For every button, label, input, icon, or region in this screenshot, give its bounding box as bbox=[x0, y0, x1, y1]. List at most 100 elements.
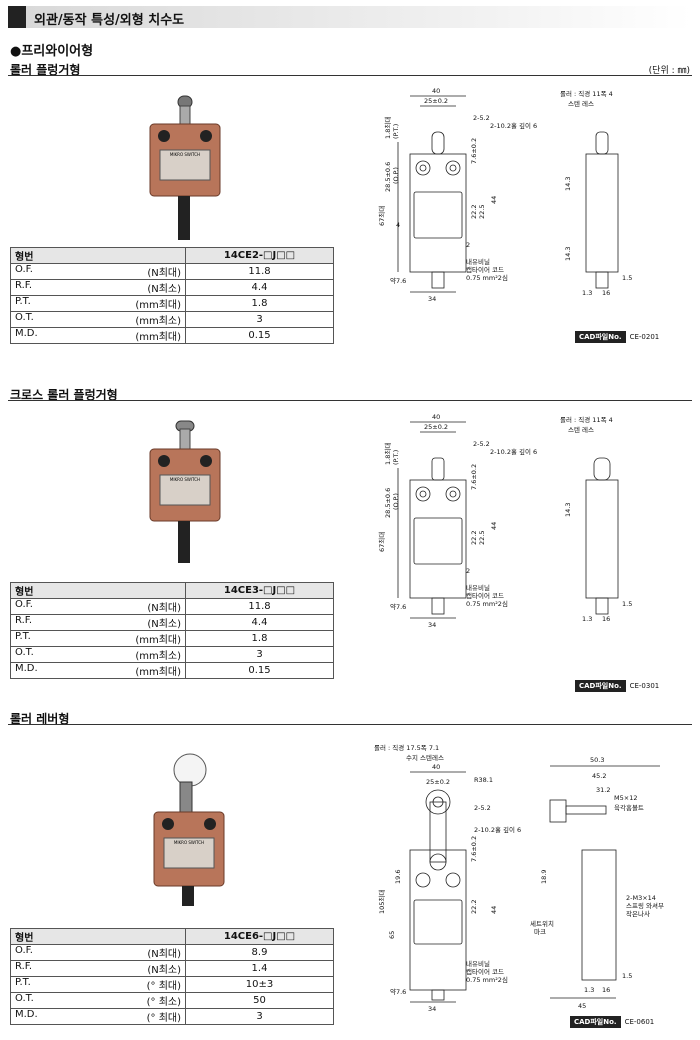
cad-file-2: CAD파일No.CE-0301 bbox=[575, 680, 659, 692]
front-view: 40 25±0.2 67최대 1.8최대 (P.T.) 28.5±0.6 (O.… bbox=[377, 87, 537, 303]
svg-text:25±0.2: 25±0.2 bbox=[424, 97, 448, 105]
dimension-drawing-3: 롤러 : 직경 17.5폭 7.1 수지 스텐레스 40 25±0.2 R38.… bbox=[374, 743, 664, 1013]
svg-text:1.5: 1.5 bbox=[622, 972, 632, 980]
svg-text:1.3: 1.3 bbox=[582, 289, 592, 297]
svg-text:28.5±0.6: 28.5±0.6 bbox=[384, 162, 392, 192]
svg-text:세트위치: 세트위치 bbox=[530, 919, 554, 928]
front-view: 40 25±0.2 67최대 1.8최대 (P.T.) 28.5±0.6 (O.… bbox=[377, 413, 537, 629]
dimension-drawing-1: 40 25±0.2 67최대 1.8최대 (P.T.) 28.5±0.6 (O.… bbox=[377, 87, 632, 303]
svg-text:롤러 : 직경 11폭 4: 롤러 : 직경 11폭 4 bbox=[560, 415, 613, 424]
svg-text:1.5: 1.5 bbox=[622, 600, 632, 608]
table-model: 14CE2-□J□□ bbox=[185, 247, 334, 264]
svg-text:캡타이어 코드: 캡타이어 코드 bbox=[466, 265, 504, 274]
svg-text:31.2: 31.2 bbox=[596, 786, 610, 794]
unit-label: (단위 : ㎜) bbox=[648, 66, 690, 76]
table-row: O.T.(mm최소)3 bbox=[10, 311, 334, 328]
svg-text:105최대: 105최대 bbox=[377, 890, 386, 914]
svg-text:40: 40 bbox=[432, 413, 440, 421]
side-view: 50.3 45.2 31.2 M5×12 육각홈볼트 2-M3×14 스프링 와… bbox=[530, 756, 664, 1010]
brand-label: MIKRO SWITCH bbox=[174, 840, 204, 845]
svg-text:1.8최대: 1.8최대 bbox=[383, 443, 392, 465]
svg-text:67최대: 67최대 bbox=[377, 206, 386, 226]
table-row: M.D.(mm최대)0.15 bbox=[10, 327, 334, 344]
table-row: O.F.(N최대)11.8 bbox=[10, 263, 334, 280]
svg-text:2-5.2: 2-5.2 bbox=[473, 440, 490, 448]
header-title: 외관/동작 특성/외형 치수도 bbox=[34, 13, 185, 28]
table-row: R.F.(N최소)4.4 bbox=[10, 614, 334, 631]
svg-text:작은나사: 작은나사 bbox=[626, 909, 650, 918]
svg-text:마크: 마크 bbox=[534, 927, 546, 936]
svg-text:14.3: 14.3 bbox=[564, 247, 572, 261]
svg-text:44: 44 bbox=[490, 196, 498, 204]
cad-file-3: CAD파일No.CE-0601 bbox=[570, 1016, 654, 1028]
cad-file-1: CAD파일No.CE-0201 bbox=[575, 331, 659, 343]
svg-text:22.5: 22.5 bbox=[478, 531, 486, 545]
svg-text:(P.T.): (P.T.) bbox=[392, 124, 400, 139]
svg-text:25±0.2: 25±0.2 bbox=[424, 423, 448, 431]
divider bbox=[8, 75, 692, 76]
header-block-icon bbox=[8, 6, 26, 28]
svg-text:0.75 mm²2심: 0.75 mm²2심 bbox=[466, 273, 508, 282]
svg-text:2-5.2: 2-5.2 bbox=[473, 114, 490, 122]
table-row: P.T.(mm최대)1.8 bbox=[10, 630, 334, 647]
svg-text:R38.1: R38.1 bbox=[474, 776, 493, 784]
svg-text:1.3: 1.3 bbox=[582, 615, 592, 623]
product-photo-roller-plunger: MIKRO SWITCH bbox=[149, 95, 221, 240]
svg-text:18.9: 18.9 bbox=[540, 870, 548, 884]
svg-text:19.6: 19.6 bbox=[394, 870, 402, 884]
svg-text:2-10.2홀 깊이 6: 2-10.2홀 깊이 6 bbox=[474, 825, 521, 834]
svg-text:내유비닐: 내유비닐 bbox=[466, 257, 490, 266]
product-photo-roller-lever: MIKRO SWITCH bbox=[153, 753, 225, 906]
svg-text:2: 2 bbox=[466, 241, 470, 249]
svg-text:롤러 : 직경 17.5폭 7.1: 롤러 : 직경 17.5폭 7.1 bbox=[374, 743, 439, 752]
svg-text:14.3: 14.3 bbox=[564, 177, 572, 191]
section-title-2: 크로스 롤러 플렁거형 bbox=[10, 388, 118, 402]
divider bbox=[8, 400, 692, 401]
svg-text:2: 2 bbox=[466, 567, 470, 575]
svg-text:67최대: 67최대 bbox=[377, 532, 386, 552]
svg-text:45.2: 45.2 bbox=[592, 772, 606, 780]
table-row: M.D.(mm최대)0.15 bbox=[10, 662, 334, 679]
svg-text:22.2: 22.2 bbox=[470, 531, 478, 545]
svg-text:22.2: 22.2 bbox=[470, 900, 478, 914]
side-view: 롤러 : 직경 11폭 4 스텐 레스 14.3 1.3 16 1.5 bbox=[560, 415, 632, 623]
svg-text:44: 44 bbox=[490, 522, 498, 530]
svg-text:4: 4 bbox=[396, 221, 400, 229]
svg-text:2-M3×14: 2-M3×14 bbox=[626, 894, 656, 902]
table-row: P.T.(° 최대)10±3 bbox=[10, 976, 334, 993]
svg-text:캡타이어 코드: 캡타이어 코드 bbox=[466, 967, 504, 976]
svg-text:16: 16 bbox=[602, 289, 610, 297]
svg-text:롤러 : 직경 11폭 4: 롤러 : 직경 11폭 4 bbox=[560, 89, 613, 98]
svg-text:44: 44 bbox=[490, 906, 498, 914]
svg-text:0.75 mm²2심: 0.75 mm²2심 bbox=[466, 975, 508, 984]
svg-text:28.5±0.6: 28.5±0.6 bbox=[384, 488, 392, 518]
svg-text:(O.P.): (O.P.) bbox=[392, 493, 400, 510]
subtitle: ●프리와이어형 bbox=[10, 44, 94, 59]
brand-label: MIKRO SWITCH bbox=[170, 152, 200, 157]
svg-text:22.5: 22.5 bbox=[478, 205, 486, 219]
section-header: 외관/동작 특성/외형 치수도 bbox=[8, 6, 692, 28]
svg-text:스텐 레스: 스텐 레스 bbox=[568, 99, 594, 108]
table-row: P.T.(mm최대)1.8 bbox=[10, 295, 334, 312]
section-title-3: 롤러 레버형 bbox=[10, 712, 70, 726]
svg-text:34: 34 bbox=[428, 621, 436, 629]
dimension-drawing-2: 40 25±0.2 67최대 1.8최대 (P.T.) 28.5±0.6 (O.… bbox=[377, 413, 632, 629]
svg-text:7.6±0.2: 7.6±0.2 bbox=[470, 836, 478, 862]
svg-text:(P.T.): (P.T.) bbox=[392, 450, 400, 465]
svg-text:14.3: 14.3 bbox=[564, 503, 572, 517]
svg-text:0.75 mm²2심: 0.75 mm²2심 bbox=[466, 599, 508, 608]
svg-text:내유비닐: 내유비닐 bbox=[466, 959, 490, 968]
svg-text:(O.P.): (O.P.) bbox=[392, 167, 400, 184]
svg-text:25±0.2: 25±0.2 bbox=[426, 778, 450, 786]
svg-text:M5×12: M5×12 bbox=[614, 794, 637, 802]
svg-text:7.6±0.2: 7.6±0.2 bbox=[470, 138, 478, 164]
svg-text:40: 40 bbox=[432, 87, 440, 95]
svg-text:약7.6: 약7.6 bbox=[390, 987, 406, 996]
svg-text:16: 16 bbox=[602, 615, 610, 623]
table-row: R.F.(N최소)4.4 bbox=[10, 279, 334, 296]
svg-text:수지 스텐레스: 수지 스텐레스 bbox=[406, 753, 444, 762]
table-row: O.T.(° 최소)50 bbox=[10, 992, 334, 1009]
